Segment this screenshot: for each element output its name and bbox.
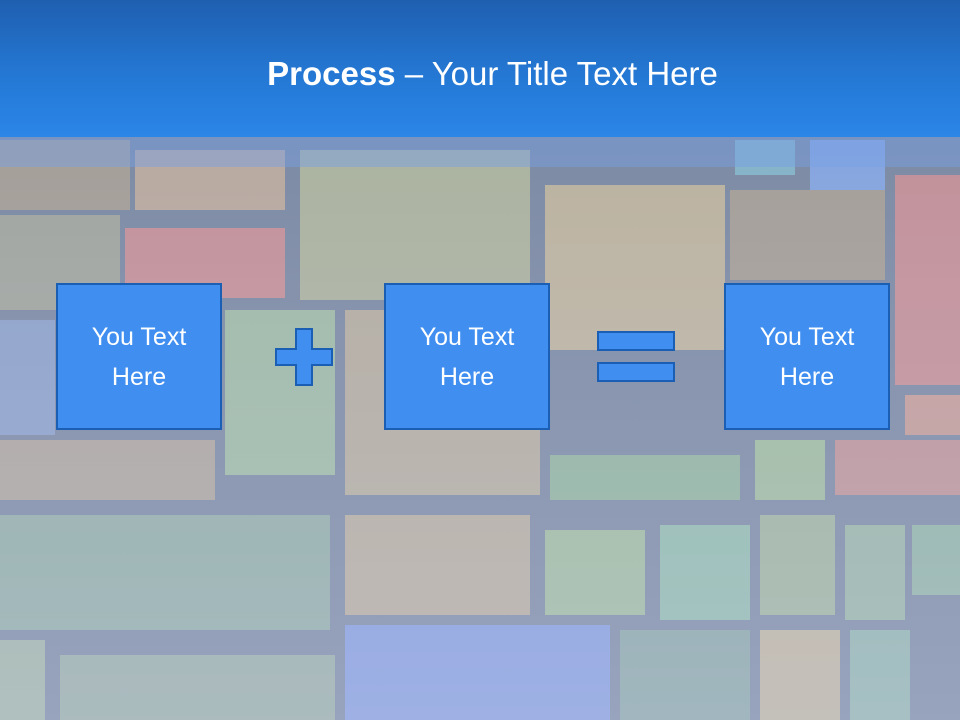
equals-bar-bottom [597,362,675,382]
equals-bar-top [597,331,675,351]
process-box-2-text: You Text Here [419,322,515,391]
title-bar [0,0,960,137]
process-box-2[interactable]: You Text Here [384,283,550,430]
process-box-1[interactable]: You Text Here [56,283,222,430]
title-bar-band [0,137,960,167]
title-bold: Process [267,55,396,92]
process-box-3-text: You Text Here [759,322,855,391]
plus-icon [275,328,333,386]
process-box-1-text: You Text Here [91,322,187,391]
equals-icon [597,331,675,383]
slide-title: Process – Your Title Text Here [0,52,960,96]
process-box-3[interactable]: You Text Here [724,283,890,430]
title-rest: – Your Title Text Here [395,55,718,92]
